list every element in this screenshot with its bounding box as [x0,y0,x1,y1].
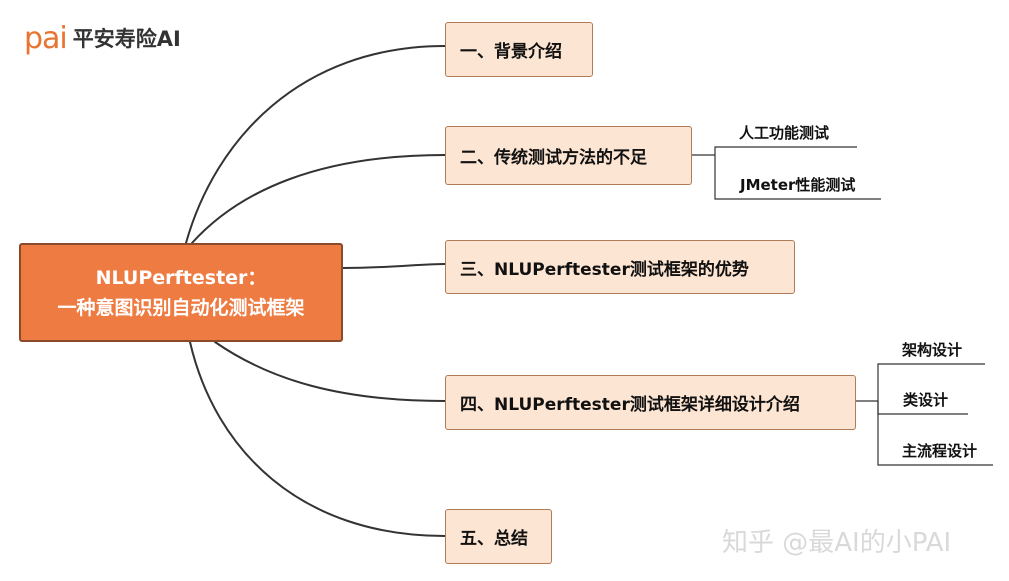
root-title-line2: 一种意图识别自动化测试框架 [57,296,305,319]
connector-branch-5 [189,341,446,537]
leaf-jmeter-performance-test: JMeter性能测试 [740,176,856,194]
branch-node-2: 二、传统测试方法的不足 [445,126,692,185]
connector-leaf-4-3 [877,401,993,466]
leaf-manual-functional-test: 人工功能测试 [739,124,830,142]
branch-node-1: 一、背景介绍 [445,22,593,77]
connector-branch-3 [342,263,446,269]
connector-branch-4 [214,341,446,402]
leaf-class-design: 类设计 [903,391,949,409]
leaf-main-flow-design: 主流程设计 [902,442,978,460]
branch-node-5: 五、总结 [445,509,552,564]
branch-node-4: 四、NLUPerftester测试框架详细设计介绍 [445,375,856,430]
connector-leaf-2-2 [714,155,881,200]
brand-logo: pai 平安寿险AI [24,22,181,56]
root-title-line1: NLUPerftester： [95,266,267,289]
branch-node-3: 三、NLUPerftester测试框架的优势 [445,240,795,294]
root-node: NLUPerftester： 一种意图识别自动化测试框架 [19,243,343,342]
watermark: 知乎 @最AI的小PAI [722,528,952,558]
brand-name: 平安寿险AI [72,26,181,51]
connector-branch-1 [185,45,446,244]
leaf-architecture-design: 架构设计 [902,341,963,359]
connector-leaf-4-1 [856,363,985,402]
pai-logo-mark: pai [24,21,68,56]
connector-leaf-2-1 [692,146,857,156]
connector-branch-2 [191,154,446,244]
